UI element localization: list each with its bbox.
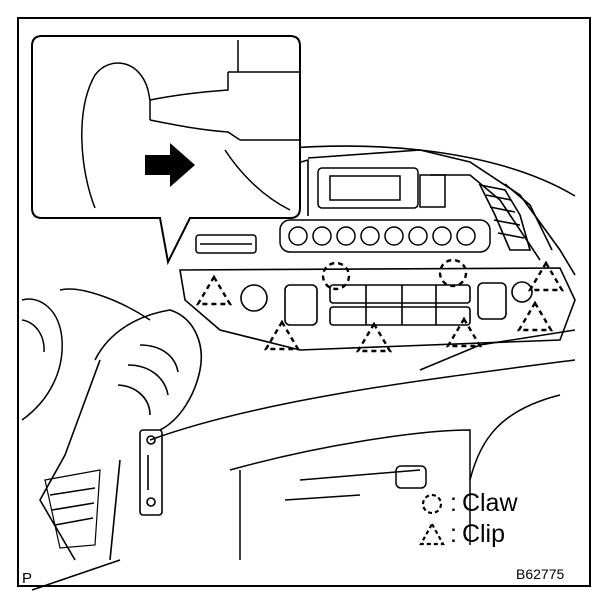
inset-detail-view (31, 35, 301, 266)
legend-claw-separator: : (450, 489, 457, 517)
steering-wheel (21, 288, 151, 421)
clip-marker (355, 321, 393, 353)
legend-clip-symbol-slot (420, 524, 446, 546)
clip-markers (195, 260, 565, 353)
clip-marker (445, 316, 483, 348)
clip-marker (516, 300, 554, 332)
legend-clip-label: Clip (461, 520, 506, 548)
clip-marker (195, 274, 233, 306)
legend-claw: : Claw (420, 489, 518, 518)
center-cluster-panel (179, 267, 576, 351)
legend-clip-separator: : (450, 520, 457, 548)
corner-letter: P (22, 570, 33, 587)
clip-marker (263, 319, 301, 351)
legend-clip: : Clip (420, 520, 505, 549)
dashboard-shell (139, 145, 576, 276)
clip-legend-symbol (419, 521, 445, 546)
audio-head-unit (195, 167, 491, 254)
legend-claw-label: Claw (461, 489, 518, 517)
clip-marker (527, 260, 565, 292)
claw-marker (321, 261, 351, 291)
claw-legend-symbol (421, 493, 443, 515)
claw-markers (321, 258, 468, 291)
claw-marker (438, 258, 468, 288)
lower-console (149, 329, 576, 560)
push-direction-arrow-icon (145, 143, 195, 187)
figure-frame (17, 17, 591, 587)
figure-code: B62775 (516, 566, 565, 582)
legend-claw-symbol-slot (420, 493, 446, 515)
hand-with-tool (31, 309, 202, 591)
